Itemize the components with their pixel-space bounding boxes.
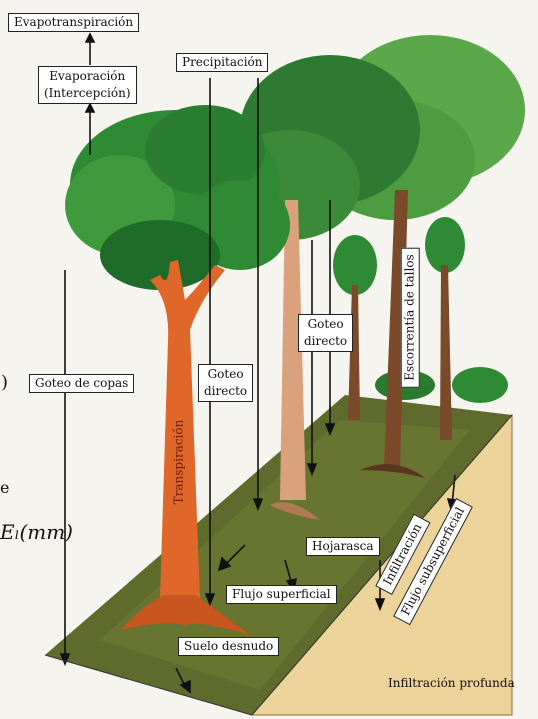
label-suelo-desnudo: Suelo desnudo [178,637,279,656]
label-escorrentia-de-tallos: Escorrentía de tallos [401,247,420,387]
label-goteo-directo-left: Goteo directo [198,364,253,402]
label-intercepcion: (Intercepción) [44,85,131,102]
label-hojarasca: Hojarasca [306,537,380,556]
label-evapotranspiracion: Evapotranspiración [8,13,139,32]
label-directo-2: directo [304,333,347,350]
label-goteo-2: Goteo [304,316,347,333]
label-infiltracion-profunda: Infiltración profunda [388,676,515,690]
fragment-paren: ) [1,372,8,393]
fragment-small-e: e [0,478,9,497]
label-directo-1: directo [204,383,247,400]
fragment-el-mm: Eₗ(mm) [0,520,73,544]
label-transpiracion: Transpiración [171,420,185,505]
label-goteo-1: Goteo [204,366,247,383]
label-evaporacion-intercepcion: Evaporación (Intercepción) [38,66,137,104]
label-precipitacion: Precipitación [176,53,268,72]
label-flujo-superficial: Flujo superficial [226,585,337,604]
label-goteo-directo-right: Goteo directo [298,314,353,352]
label-evaporacion: Evaporación [44,68,131,85]
label-goteo-de-copas: Goteo de copas [29,374,134,393]
